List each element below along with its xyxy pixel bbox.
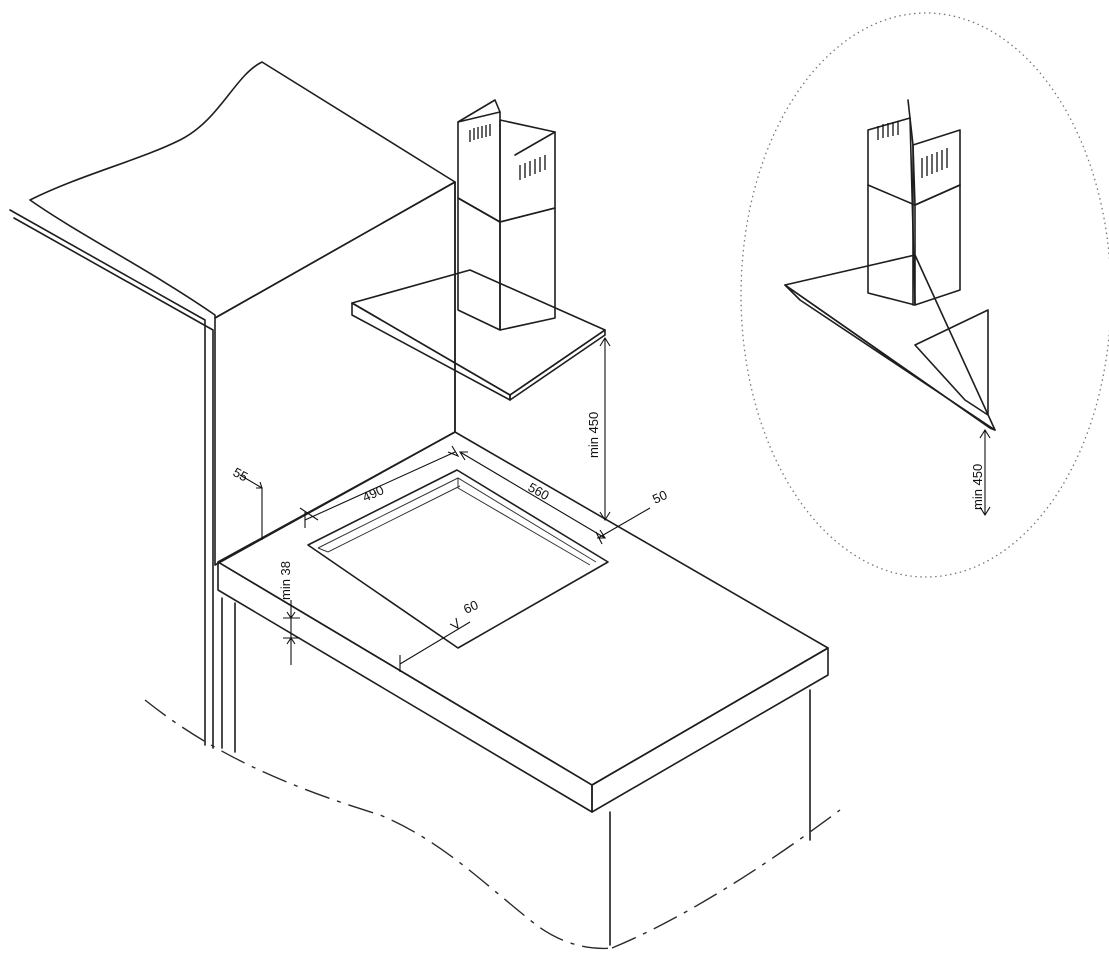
- label-55: 55: [231, 464, 251, 484]
- label-50: 50: [650, 487, 669, 507]
- countertop: [217, 431, 829, 813]
- dimension-55: 55: [231, 464, 319, 540]
- wall-cabinet: [29, 61, 456, 566]
- dimension-min450-inset: min 450: [970, 428, 991, 517]
- dimension-560: 560: [459, 451, 606, 539]
- label-min38: min 38: [278, 561, 293, 600]
- hood-vent-right: [519, 155, 546, 180]
- dimension-60: 60: [399, 597, 480, 672]
- chimney-hood: [351, 99, 606, 401]
- inset-vent-right: [921, 148, 948, 178]
- inset-vent-left: [877, 121, 899, 140]
- dimension-min450-main: min 450: [586, 336, 611, 522]
- dimension-min38: min 38: [278, 561, 300, 665]
- label-min450-inset: min 450: [970, 464, 985, 510]
- base-cabinet: [144, 689, 841, 950]
- hood-vent-left: [469, 124, 491, 142]
- label-560: 560: [526, 480, 552, 504]
- left-wall-panel: [9, 209, 236, 753]
- dimension-50: 50: [595, 487, 669, 545]
- label-60: 60: [461, 597, 480, 617]
- inset-detail: min 450: [740, 12, 1109, 578]
- label-min450-main: min 450: [586, 412, 601, 458]
